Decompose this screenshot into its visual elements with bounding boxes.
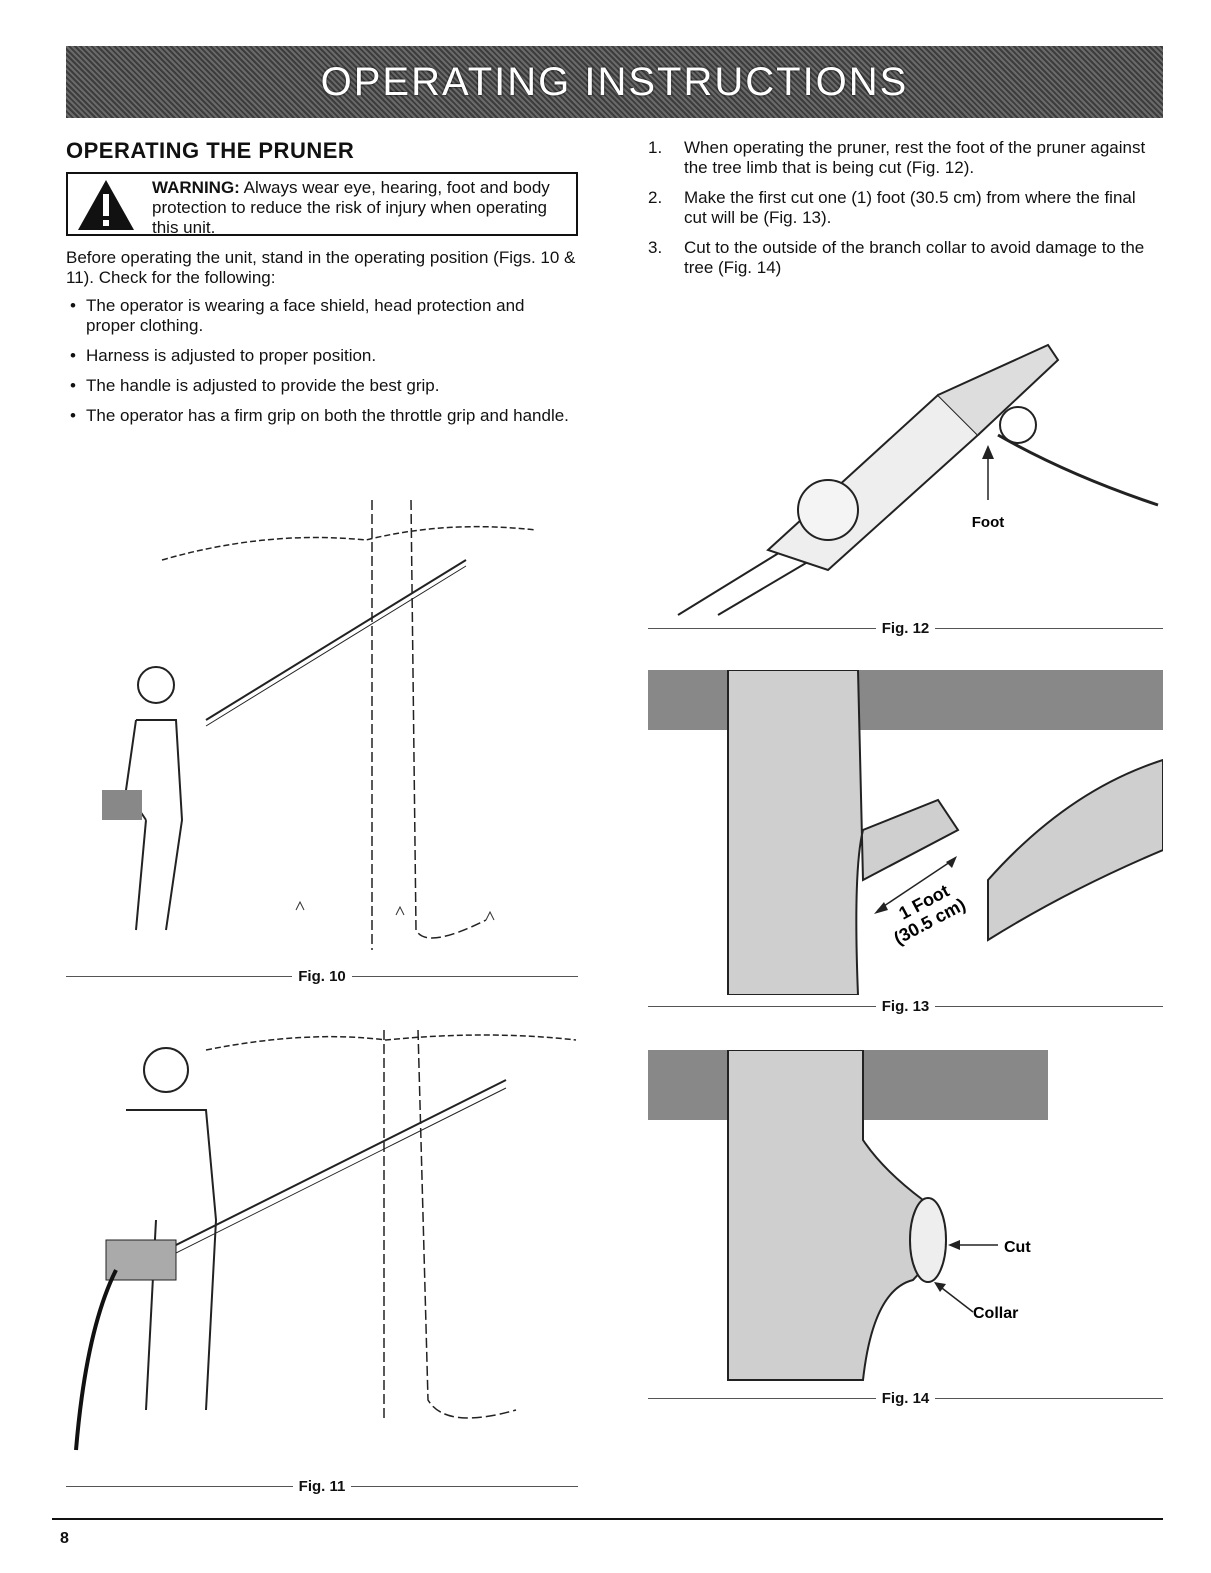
- figure-12-caption: Fig. 12: [648, 620, 1164, 637]
- step-text: When operating the pruner, rest the foot…: [684, 138, 1146, 177]
- step-item: 2. Make the first cut one (1) foot (30.5 …: [648, 188, 1163, 228]
- figure-10-caption: Fig. 10: [66, 968, 579, 985]
- step-item: 1. When operating the pruner, rest the fo…: [648, 138, 1163, 178]
- step-item: 3. Cut to the outside of the branch colla…: [648, 238, 1163, 278]
- figure-14-label: Fig. 14: [881, 1390, 930, 1407]
- steps-list: 1. When operating the pruner, rest the fo…: [648, 138, 1163, 278]
- page-header-title: OPERATING INSTRUCTIONS: [320, 59, 909, 104]
- warning-text: Always wear eye, hearing, foot and body …: [152, 178, 550, 237]
- step-text: Make the first cut one (1) foot (30.5 cm…: [684, 188, 1136, 227]
- checklist-item: The operator has a firm grip on both the…: [66, 406, 578, 426]
- figure-14-illustration: Cut Collar: [648, 1050, 1048, 1381]
- checklist-item: Harness is adjusted to proper position.: [66, 346, 578, 366]
- right-column: 1. When operating the pruner, rest the fo…: [648, 138, 1163, 288]
- figure-11-illustration: [74, 1029, 577, 1451]
- figure-13-label: Fig. 13: [881, 998, 930, 1015]
- figure-12-illustration: Foot: [677, 343, 1159, 616]
- warning-label: WARNING:: [152, 178, 240, 197]
- figure-10-illustration: [102, 499, 537, 950]
- figure-13-illustration: 1 Foot (30.5 cm): [648, 670, 1163, 995]
- figure-10-label: Fig. 10: [298, 968, 346, 985]
- collar-label: Collar: [973, 1305, 1018, 1322]
- page-header-banner: OPERATING INSTRUCTIONS: [66, 46, 1163, 118]
- figure-11-label: Fig. 11: [298, 1478, 346, 1495]
- warning-box: WARNING: Always wear eye, hearing, foot …: [66, 172, 578, 238]
- checklist-item: The operator is wearing a face shield, h…: [66, 296, 578, 336]
- step-number: 2.: [648, 188, 663, 207]
- footer-rule: [52, 1518, 1163, 1520]
- step-text: Cut to the outside of the branch collar …: [684, 238, 1145, 277]
- step-number: 1.: [648, 138, 663, 157]
- step-number: 3.: [648, 238, 663, 257]
- warning-text-block: WARNING: Always wear eye, hearing, foot …: [152, 178, 572, 238]
- warning-icon: [78, 180, 134, 230]
- figure-11-caption: Fig. 11: [66, 1478, 578, 1495]
- foot-label: Foot: [972, 514, 1004, 531]
- cut-label: Cut: [1004, 1239, 1031, 1256]
- left-column: OPERATING THE PRUNER WARNING: Always wea…: [66, 138, 578, 436]
- figure-12-label: Fig. 12: [881, 620, 930, 637]
- figure-13-caption: Fig. 13: [648, 998, 1164, 1015]
- checklist-item: The handle is adjusted to provide the be…: [66, 376, 578, 396]
- intro-text: Before operating the unit, stand in the …: [66, 248, 576, 287]
- checklist: The operator is wearing a face shield, h…: [66, 296, 578, 426]
- page-number: 8: [60, 1530, 69, 1547]
- figure-14-caption: Fig. 14: [648, 1390, 1164, 1407]
- section-title: OPERATING THE PRUNER: [66, 138, 355, 163]
